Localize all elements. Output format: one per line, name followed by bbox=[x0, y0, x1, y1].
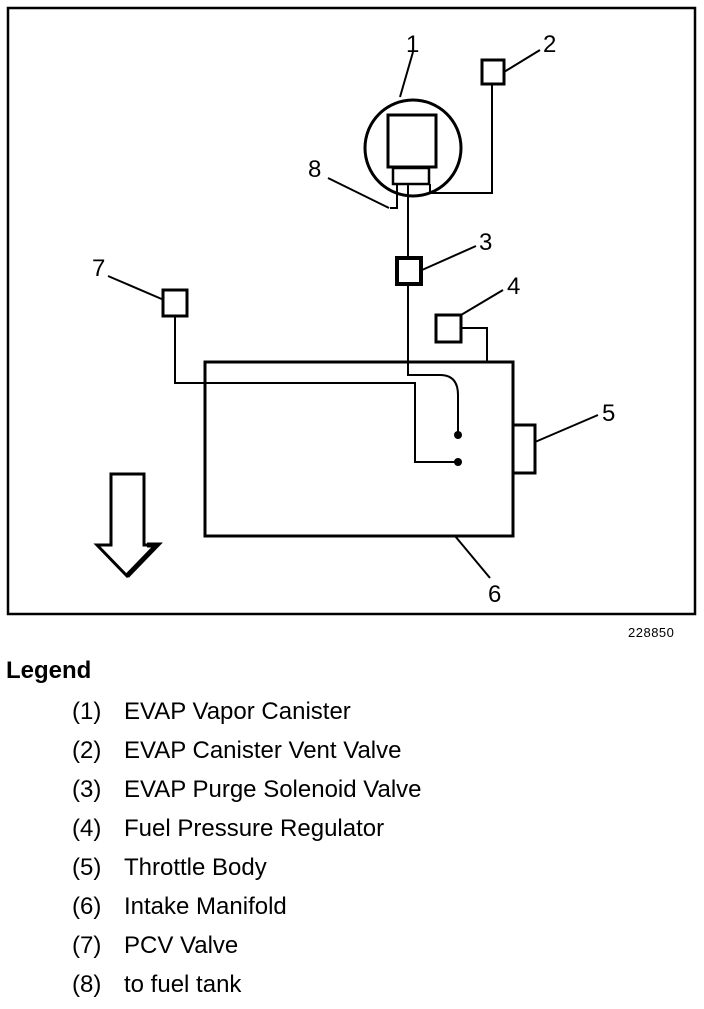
legend-number: (8) bbox=[72, 971, 102, 998]
legend-item: (3) EVAP Purge Solenoid Valve bbox=[72, 775, 422, 814]
legend-number: (7) bbox=[72, 932, 102, 959]
fuel-tank-line bbox=[390, 184, 398, 209]
legend-label: Throttle Body bbox=[124, 854, 267, 881]
purge-line-lower bbox=[407, 284, 459, 433]
intake-manifold bbox=[203, 360, 515, 538]
leader-line-6 bbox=[454, 535, 491, 579]
evap-purge-solenoid-valve bbox=[395, 256, 423, 286]
legend-label: EVAP Vapor Canister bbox=[124, 698, 351, 725]
callout-1: 1 bbox=[406, 31, 419, 58]
legend-label: Intake Manifold bbox=[124, 893, 287, 920]
leader-line-3 bbox=[421, 245, 477, 271]
callout-8: 8 bbox=[308, 156, 321, 183]
leader-line-5 bbox=[534, 414, 599, 443]
vent-valve-line bbox=[429, 84, 493, 194]
fpr-line bbox=[461, 327, 488, 362]
legend-item: (6) Intake Manifold bbox=[72, 892, 422, 931]
leader-line-7 bbox=[107, 275, 165, 301]
legend-item: (5) Throttle Body bbox=[72, 853, 422, 892]
legend-title: Legend bbox=[6, 657, 92, 684]
legend-label: EVAP Purge Solenoid Valve bbox=[124, 776, 422, 803]
legend-label: PCV Valve bbox=[124, 932, 239, 959]
evap-canister-ports bbox=[391, 166, 431, 186]
down-arrow-icon bbox=[93, 472, 161, 579]
legend-number: (5) bbox=[72, 854, 102, 881]
legend-label: Fuel Pressure Regulator bbox=[124, 815, 385, 842]
legend-item: (2) EVAP Canister Vent Valve bbox=[72, 736, 422, 775]
pcv-valve bbox=[161, 288, 189, 318]
callout-4: 4 bbox=[507, 273, 520, 300]
legend-number: (4) bbox=[72, 815, 102, 842]
legend-item: (1) EVAP Vapor Canister bbox=[72, 697, 422, 736]
legend-number: (6) bbox=[72, 893, 102, 920]
legend-item: (4) Fuel Pressure Regulator bbox=[72, 814, 422, 853]
evap-system-diagram: 1 2 3 4 5 6 7 8 bbox=[6, 6, 697, 616]
evap-canister-vent-valve bbox=[480, 58, 506, 86]
legend-list: (1) EVAP Vapor Canister (2) EVAP Canister … bbox=[72, 697, 422, 1009]
callout-6: 6 bbox=[488, 581, 501, 608]
legend-item: (8) to fuel tank bbox=[72, 970, 422, 1009]
legend-number: (2) bbox=[72, 737, 102, 764]
callout-2: 2 bbox=[543, 31, 556, 58]
callout-7: 7 bbox=[92, 255, 105, 282]
pcv-line bbox=[174, 316, 455, 463]
leader-line-4 bbox=[460, 289, 504, 316]
diagram-frame bbox=[6, 6, 697, 616]
legend-label: to fuel tank bbox=[124, 971, 242, 998]
leader-line-8 bbox=[327, 177, 390, 209]
pcv-port bbox=[454, 458, 462, 466]
callout-3: 3 bbox=[479, 229, 492, 256]
callout-5: 5 bbox=[602, 400, 615, 427]
evap-canister-inner-box bbox=[386, 113, 438, 169]
throttle-body bbox=[511, 423, 537, 475]
legend-label: EVAP Canister Vent Valve bbox=[124, 737, 402, 764]
down-arrow-shadow bbox=[125, 542, 163, 578]
fuel-pressure-regulator bbox=[434, 313, 463, 344]
legend-number: (1) bbox=[72, 698, 102, 725]
evap-vapor-canister bbox=[363, 98, 463, 198]
purge-port bbox=[454, 431, 462, 439]
legend-item: (7) PCV Valve bbox=[72, 931, 422, 970]
leader-line-1 bbox=[399, 51, 414, 98]
leader-line-2 bbox=[503, 49, 541, 73]
figure-id: 228850 bbox=[628, 625, 675, 640]
legend-number: (3) bbox=[72, 776, 102, 803]
